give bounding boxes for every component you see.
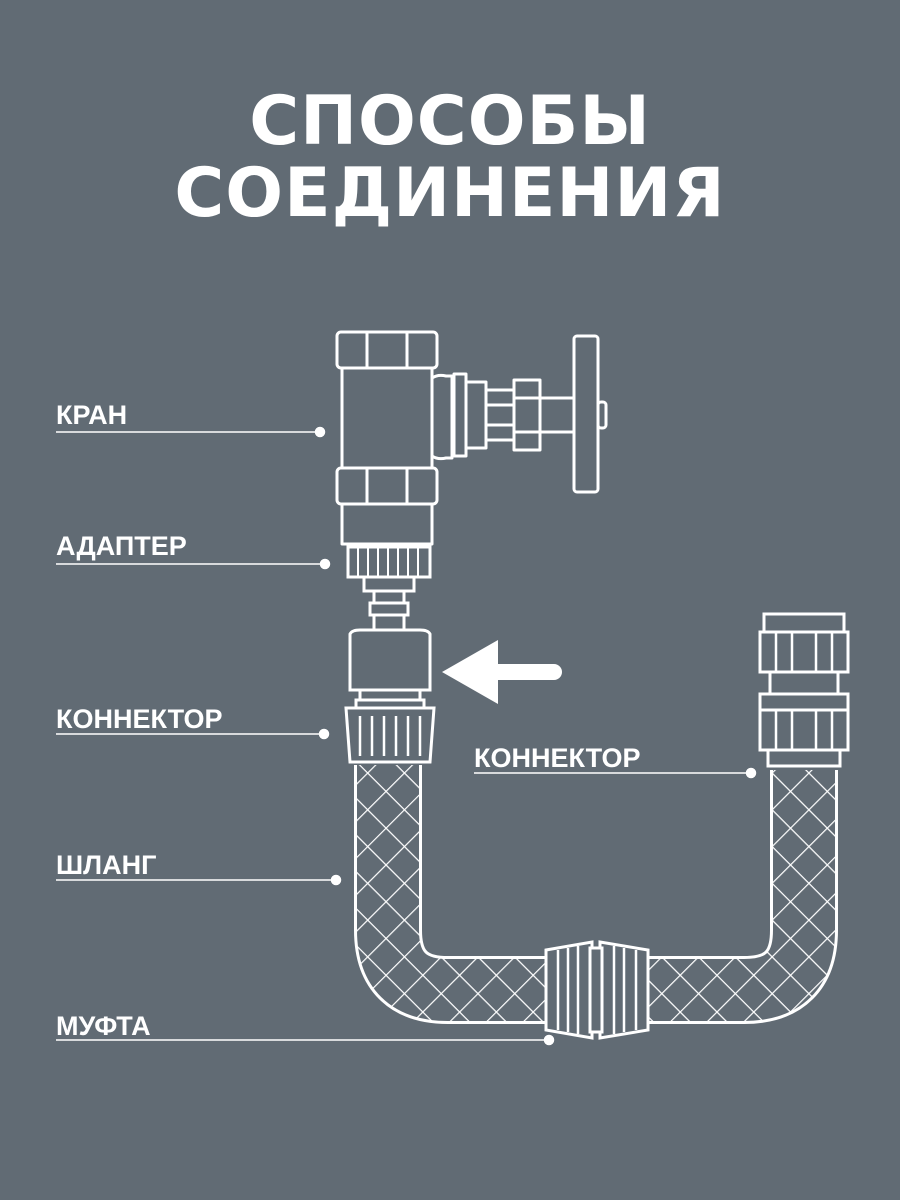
label-adapter: АДАПТЕР: [56, 531, 187, 561]
connector-illustration-left: [344, 628, 436, 764]
title-line-2: СОЕДИНЕНИЯ: [174, 154, 726, 233]
arrow-left-icon: [442, 640, 562, 704]
label-tap: КРАН: [56, 400, 128, 430]
title-line-1: СПОСОБЫ: [249, 82, 651, 161]
adapter-illustration: [346, 545, 432, 633]
label-connector-right: КОННЕКТОР: [474, 743, 641, 773]
label-coupling: МУФТА: [56, 1011, 151, 1041]
coupling-illustration: [544, 940, 650, 1040]
leader-lines: [56, 426, 757, 1046]
valve-illustration: [335, 330, 608, 546]
label-connector-left: КОННЕКТОР: [56, 704, 223, 734]
connector-illustration-right: [758, 612, 850, 768]
label-hose: ШЛАНГ: [56, 850, 157, 880]
